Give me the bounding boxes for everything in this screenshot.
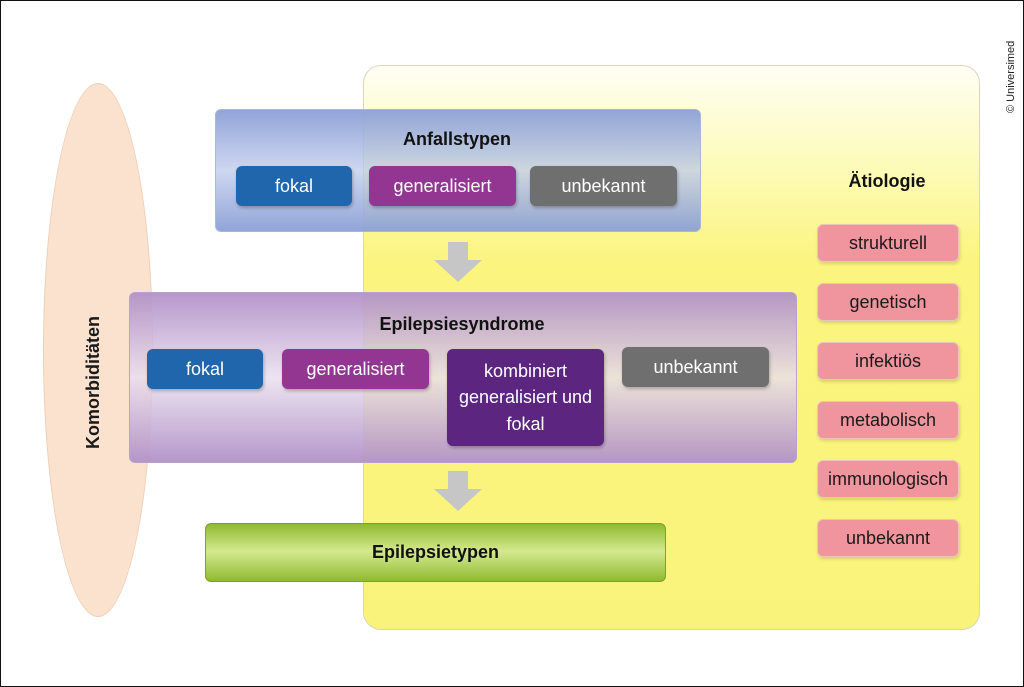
etiology-title: Ätiologie <box>848 171 926 191</box>
etiology-item-metabolic: metabolisch <box>817 401 959 439</box>
seizure-types-title: Anfallstypen <box>402 129 512 149</box>
epilepsy-types-title: Epilepsietypen <box>371 542 500 562</box>
etiology-item-genetic: genetisch <box>817 283 959 321</box>
comorbidities-label: Komorbiditäten <box>83 316 103 449</box>
syndrome-generalized: generalisiert <box>282 349 429 389</box>
down-arrow-icon <box>434 242 482 282</box>
seizure-type-unknown: unbekannt <box>530 166 677 206</box>
syndrome-focal: fokal <box>147 349 263 389</box>
epilepsy-syndromes-title: Epilepsiesyndrome <box>379 314 545 334</box>
etiology-item-infectious: infektiös <box>817 342 959 380</box>
epilepsy-types-bar: Epilepsietypen <box>205 523 666 582</box>
etiology-item-structural: strukturell <box>817 224 959 262</box>
etiology-item-immunological: immunologisch <box>817 460 959 498</box>
seizure-type-generalized: generalisiert <box>369 166 516 206</box>
down-arrow-icon <box>434 471 482 511</box>
copyright-notice: © Universimed <box>1005 40 1017 113</box>
syndrome-combined: kombiniert generalisiert und fokal <box>447 349 604 446</box>
seizure-type-focal: fokal <box>236 166 352 206</box>
syndrome-unknown: unbekannt <box>622 347 769 387</box>
etiology-item-unknown: unbekannt <box>817 519 959 557</box>
